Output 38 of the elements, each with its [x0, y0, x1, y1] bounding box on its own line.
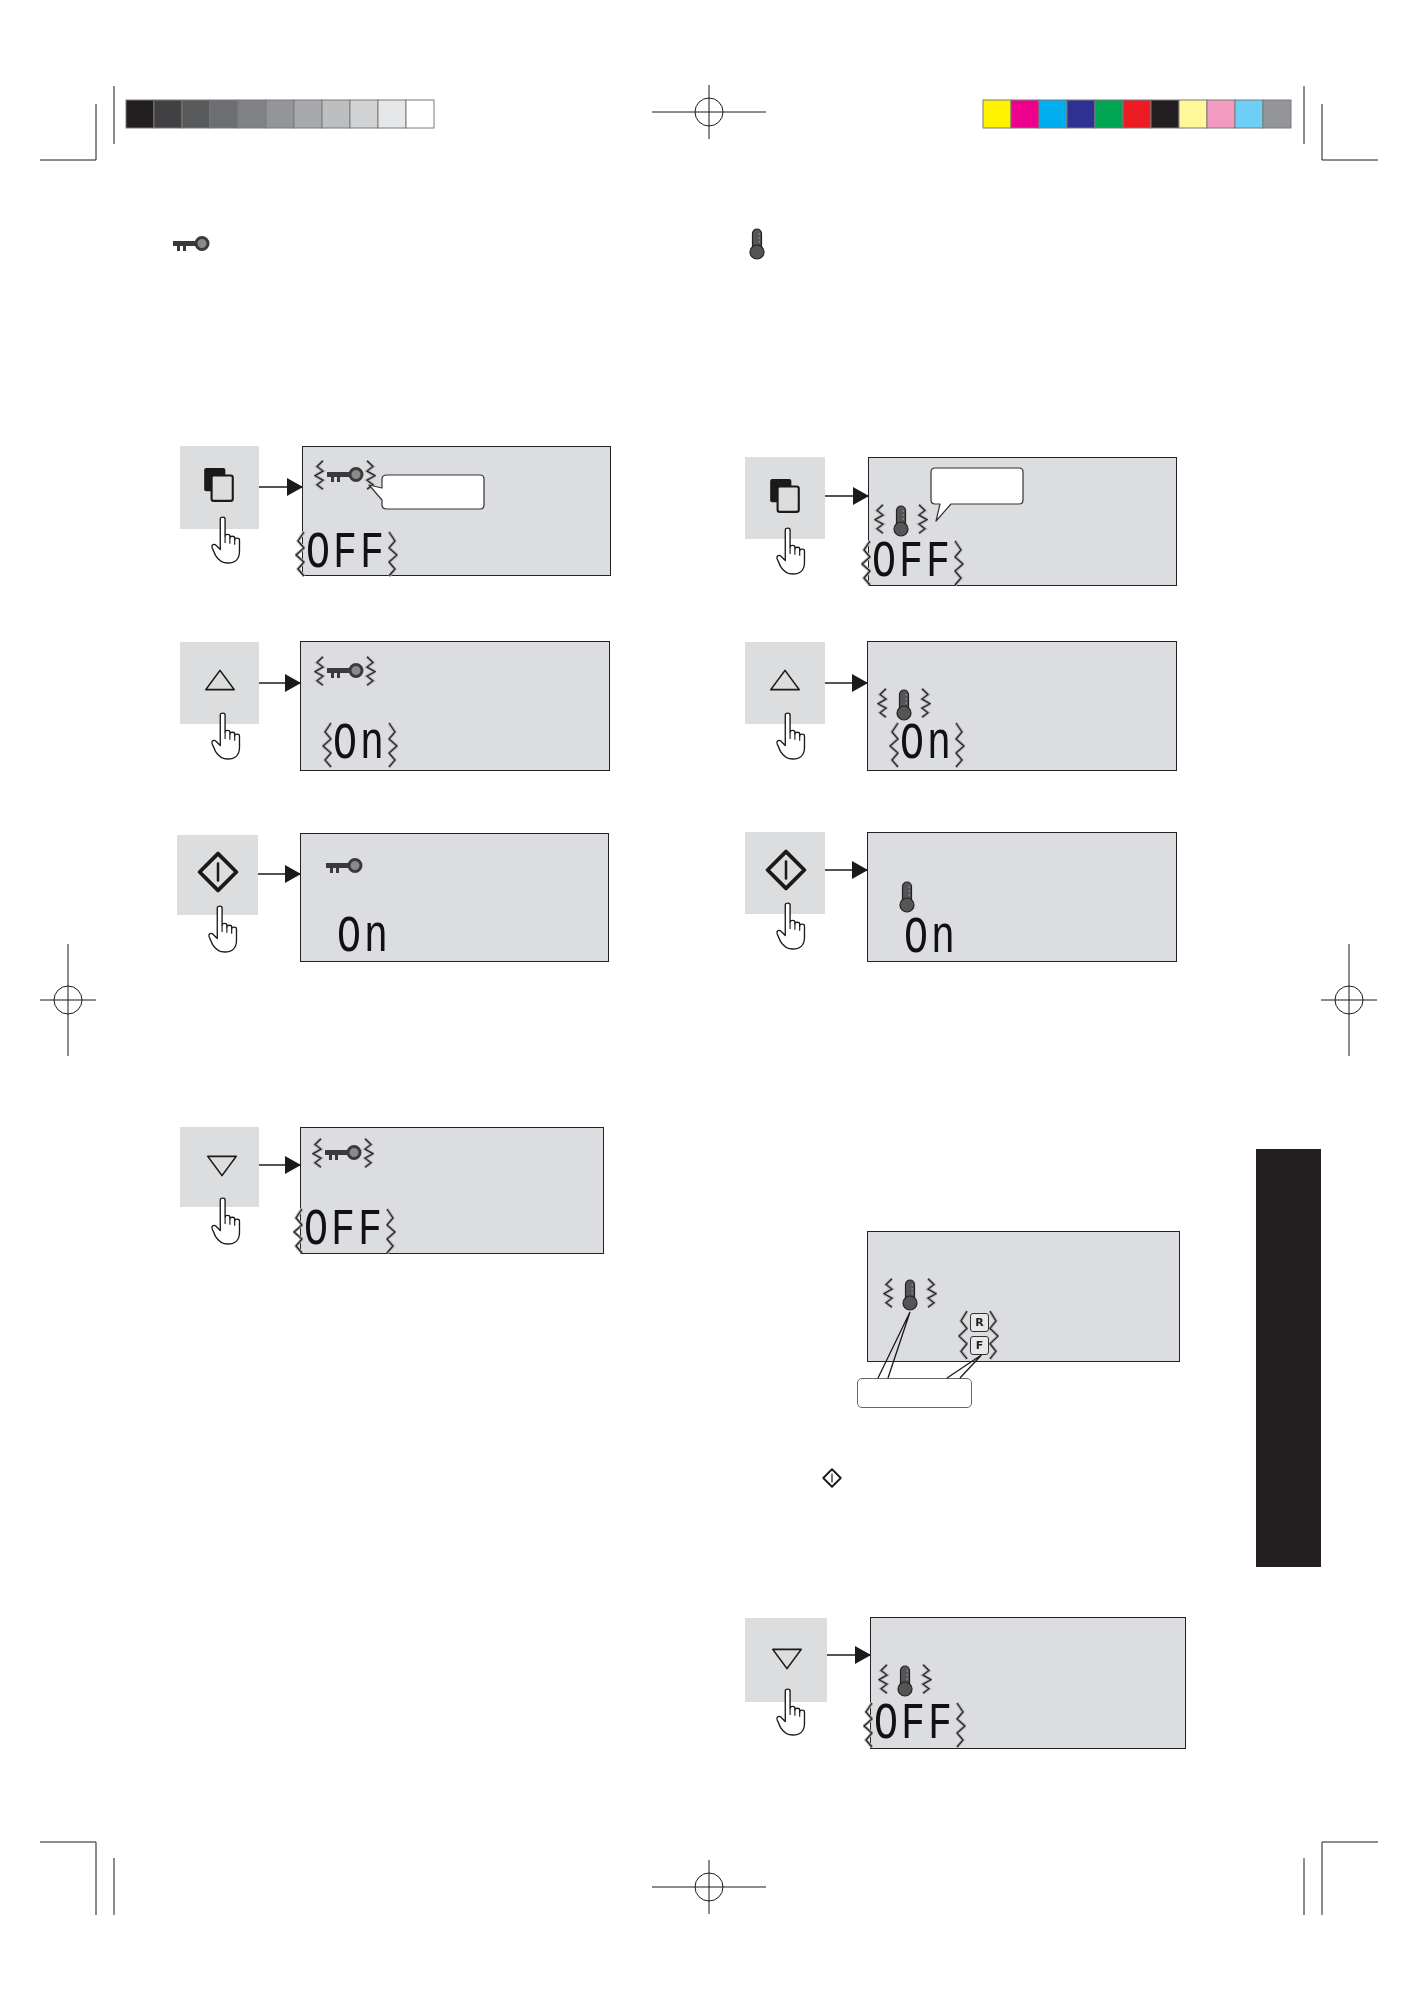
display-readout: On [333, 719, 387, 771]
display-readout: On [904, 913, 958, 965]
speech-bubble [929, 466, 1025, 524]
arrow [258, 478, 303, 496]
indicator-tag: R [970, 1313, 989, 1332]
arrow [826, 1646, 871, 1664]
button-panel [745, 642, 825, 724]
lcd-display [867, 832, 1177, 962]
button-panel [180, 1127, 259, 1207]
button-panel [745, 1618, 827, 1702]
display-readout: OFF [872, 537, 953, 589]
display-readout: On [900, 719, 954, 771]
lcd-display [867, 641, 1177, 771]
display-readout: On [337, 912, 391, 964]
indicator-tag: F [970, 1336, 989, 1355]
button-panel [745, 457, 825, 539]
leader-line [877, 1311, 911, 1379]
lcd-display [867, 1231, 1180, 1362]
arrow [257, 865, 301, 883]
display-readout: OFF [874, 1699, 955, 1751]
lcd-display [300, 641, 610, 771]
display-readout: OFF [304, 1205, 385, 1257]
display-readout: OFF [306, 528, 387, 580]
speech-bubble [367, 474, 485, 510]
side-tab [1256, 1149, 1321, 1567]
button-panel [177, 835, 258, 915]
callout-box [857, 1378, 972, 1408]
arrow [258, 674, 301, 692]
arrow [824, 861, 868, 879]
button-panel [180, 642, 259, 724]
button-panel [180, 446, 259, 529]
button-panel [745, 832, 825, 914]
arrow [824, 487, 869, 505]
leader-line [946, 1354, 983, 1379]
lcd-display [300, 833, 609, 962]
blinking-thermometer-icon [883, 1278, 937, 1312]
arrow [258, 1156, 301, 1174]
arrow [824, 674, 868, 692]
